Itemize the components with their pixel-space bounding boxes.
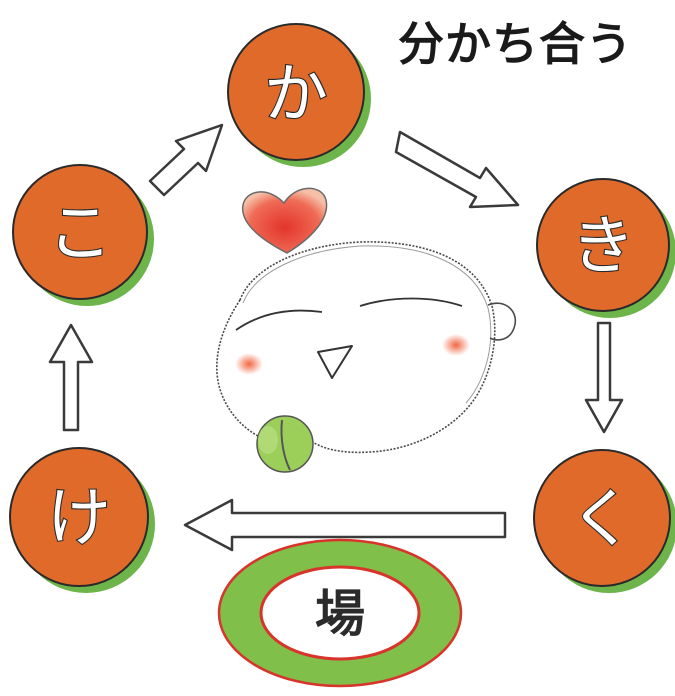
place-ring: 場 bbox=[217, 538, 463, 688]
right-eye bbox=[359, 297, 463, 307]
face-outline bbox=[216, 241, 496, 454]
node-ki-label: き bbox=[571, 210, 635, 284]
node-ku-label: く bbox=[570, 483, 634, 557]
node-ke: け bbox=[9, 447, 155, 593]
node-ka-label: か bbox=[264, 58, 328, 132]
character-illustration bbox=[216, 187, 517, 473]
arrow-ku-to-ke bbox=[183, 498, 507, 552]
right-cheek bbox=[442, 334, 470, 356]
arrow-ke-to-ko bbox=[48, 323, 94, 432]
nose bbox=[317, 345, 353, 379]
ear bbox=[487, 302, 517, 341]
heart-icon bbox=[242, 187, 328, 254]
place-label: 場 bbox=[315, 585, 365, 643]
node-ko: こ bbox=[12, 164, 154, 306]
node-ki: き bbox=[536, 178, 675, 318]
diagram-title: 分かち合う bbox=[398, 17, 633, 71]
node-ke-label: け bbox=[47, 482, 111, 556]
node-ko-label: こ bbox=[48, 197, 112, 271]
left-cheek bbox=[235, 353, 263, 375]
arrow-ka-to-ki bbox=[394, 130, 520, 209]
node-ka: か bbox=[227, 23, 371, 167]
arrow-ko-to-ka bbox=[148, 123, 224, 197]
arrow-ki-to-ku bbox=[584, 321, 624, 434]
left-eye bbox=[235, 309, 323, 331]
node-ku: く bbox=[533, 449, 675, 593]
